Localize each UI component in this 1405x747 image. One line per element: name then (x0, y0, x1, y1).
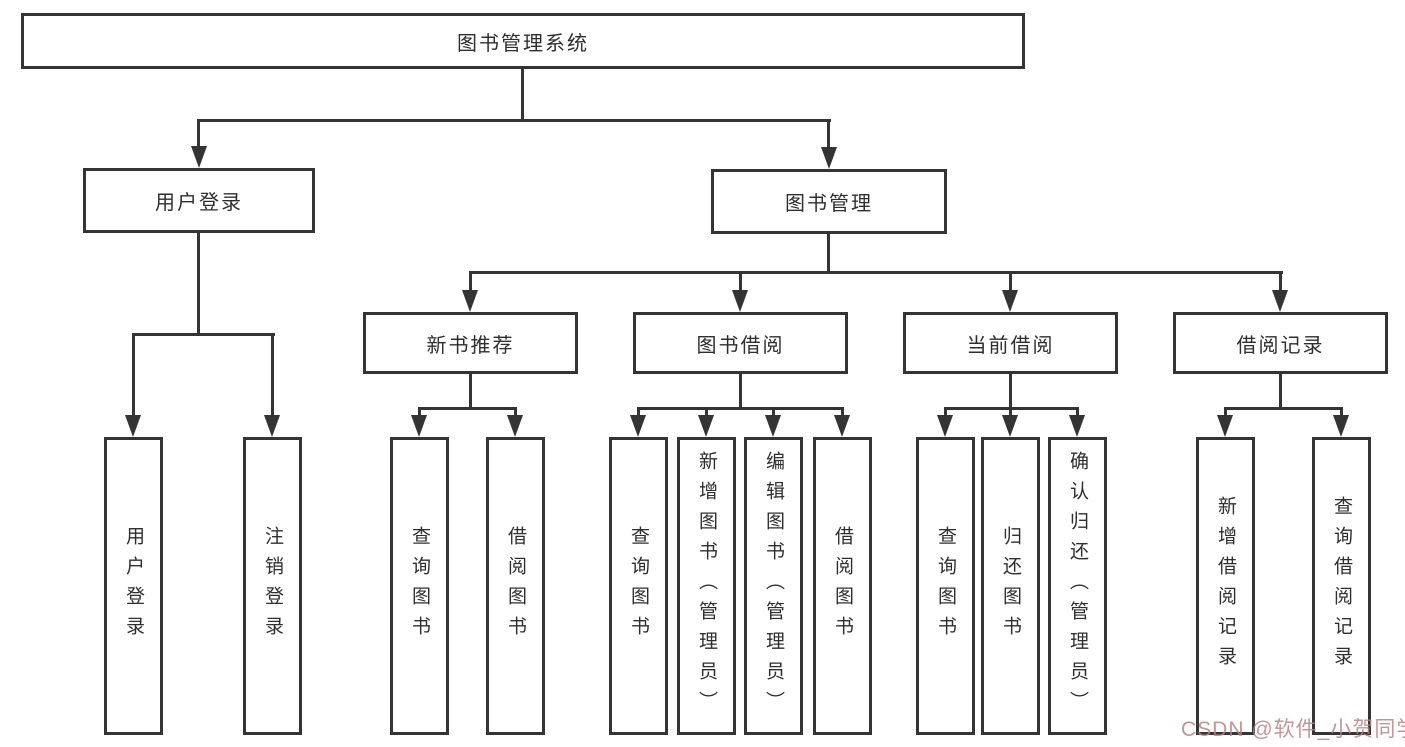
arrowhead-down-icon (1002, 290, 1018, 312)
arrowhead-down-icon (264, 415, 280, 437)
leaf-query-book-recommend: 查询图书 (390, 437, 449, 735)
node-label: 新增借阅记录 (1215, 496, 1236, 676)
leaf-logout-login: 注销登录 (243, 437, 302, 735)
connector-line (514, 407, 517, 420)
arrowhead-down-icon (462, 290, 478, 312)
arrowhead-down-icon (630, 415, 646, 437)
arrowhead-down-icon (1333, 415, 1349, 437)
node-user-login: 用户登录 (83, 168, 315, 233)
node-label: 新书推荐 (426, 334, 515, 357)
leaf-borrow-book-recommend: 借阅图书 (486, 437, 545, 735)
node-label: 借阅图书 (832, 526, 853, 646)
leaf-confirm-return-admin: 确认归还（管理员） (1048, 437, 1107, 735)
node-label: 注销登录 (262, 526, 283, 646)
arrowhead-down-icon (125, 415, 141, 437)
connector-line (637, 407, 640, 420)
node-book-management: 图书管理 (711, 169, 947, 234)
connector-line (1009, 374, 1012, 409)
connector-line (739, 271, 742, 295)
node-label: 归还图书 (1000, 526, 1021, 646)
arrowhead-down-icon (1002, 415, 1018, 437)
node-label: 确认归还（管理员） (1067, 451, 1088, 721)
connector-line (197, 119, 831, 122)
leaf-query-book-borrowing: 查询图书 (609, 437, 668, 735)
connector-line (705, 407, 708, 420)
node-label: 查询借阅记录 (1331, 496, 1352, 676)
node-label: 编辑图书（管理员） (763, 451, 784, 721)
node-book-borrowing: 图书借阅 (633, 312, 848, 374)
connector-line (521, 69, 524, 120)
arrowhead-down-icon (937, 415, 953, 437)
leaf-add-borrow-record: 新增借阅记录 (1196, 437, 1255, 735)
node-label: 查询图书 (935, 526, 956, 646)
connector-line (132, 333, 275, 336)
arrowhead-down-icon (732, 290, 748, 312)
node-label: 用户登录 (123, 526, 144, 646)
connector-line (637, 407, 844, 410)
arrowhead-down-icon (191, 146, 207, 168)
connector-line (1009, 271, 1012, 295)
connector-line (827, 119, 830, 150)
node-label: 当前借阅 (966, 334, 1055, 357)
arrowhead-down-icon (821, 147, 837, 169)
node-new-book-recommendation: 新书推荐 (363, 312, 578, 374)
leaf-query-borrow-record: 查询借阅记录 (1312, 437, 1371, 735)
leaf-user-login: 用户登录 (104, 437, 163, 735)
connector-line (772, 407, 775, 420)
node-label: 借阅记录 (1236, 334, 1325, 357)
connector-line (739, 374, 742, 409)
csdn-watermark: CSDN @软件_小贺同学 (1181, 718, 1405, 741)
connector-line (271, 333, 274, 420)
leaf-query-book-current: 查询图书 (916, 437, 975, 735)
node-label: 图书借阅 (696, 334, 785, 357)
arrowhead-down-icon (1272, 290, 1288, 312)
leaf-add-book-admin: 新增图书（管理员） (677, 437, 736, 735)
node-label: 用户登录 (155, 192, 243, 214)
connector-line (1340, 407, 1343, 420)
connector-line (1224, 407, 1343, 410)
arrowhead-down-icon (698, 415, 714, 437)
connector-line (1224, 407, 1227, 420)
node-label: 图书管理 (785, 193, 873, 215)
connector-line (197, 233, 200, 336)
node-system-root: 图书管理系统 (21, 13, 1025, 69)
node-borrowing-records: 借阅记录 (1173, 312, 1388, 374)
arrowhead-down-icon (411, 415, 427, 437)
connector-line (1279, 374, 1282, 409)
connector-line (944, 407, 947, 420)
node-label: 借阅图书 (505, 526, 526, 646)
connector-line (1076, 407, 1079, 420)
connector-line (1009, 407, 1012, 420)
leaf-edit-book-admin: 编辑图书（管理员） (744, 437, 803, 735)
connector-line (469, 271, 1283, 274)
connector-line (197, 119, 200, 150)
connector-line (827, 234, 830, 273)
arrowhead-down-icon (1069, 415, 1085, 437)
connector-line (418, 407, 517, 410)
node-label: 查询图书 (628, 526, 649, 646)
node-label: 新增图书（管理员） (696, 451, 717, 721)
node-label: 查询图书 (409, 526, 430, 646)
node-label: 图书管理系统 (457, 32, 589, 55)
leaf-return-book: 归还图书 (981, 437, 1040, 735)
connector-line (132, 333, 135, 420)
connector-line (418, 407, 421, 420)
arrowhead-down-icon (765, 415, 781, 437)
node-current-borrowing: 当前借阅 (903, 312, 1118, 374)
arrowhead-down-icon (834, 415, 850, 437)
connector-line (469, 271, 472, 295)
arrowhead-down-icon (507, 415, 523, 437)
connector-line (841, 407, 844, 420)
connector-line (469, 374, 472, 409)
arrowhead-down-icon (1217, 415, 1233, 437)
leaf-borrow-book-borrowing: 借阅图书 (813, 437, 872, 735)
connector-line (1279, 271, 1282, 295)
